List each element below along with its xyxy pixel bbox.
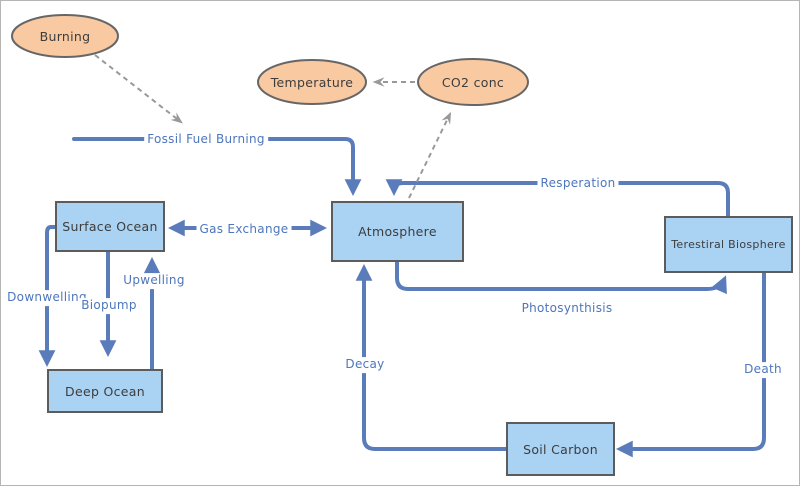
edge-fossil-fuel-burning[interactable] bbox=[72, 137, 362, 197]
edge-death[interactable] bbox=[615, 270, 766, 458]
edge-label-downwelling: Downwelling bbox=[4, 290, 90, 306]
node-surface-ocean[interactable] bbox=[55, 201, 165, 252]
edge-label-resperation: Resperation bbox=[537, 176, 619, 192]
edge-photosynthisis[interactable] bbox=[395, 260, 727, 295]
link-atmosphere-to-co2[interactable] bbox=[408, 111, 452, 199]
edge-downwelling[interactable] bbox=[38, 225, 58, 368]
node-deep-ocean[interactable] bbox=[47, 369, 163, 413]
node-co2-conc[interactable] bbox=[417, 58, 529, 106]
node-burning[interactable] bbox=[11, 14, 119, 58]
edge-label-gas-exchange: Gas Exchange bbox=[196, 222, 292, 238]
node-terestiral-biosphere[interactable] bbox=[664, 216, 793, 273]
edge-label-decay: Decay bbox=[342, 357, 388, 373]
node-soil-carbon[interactable] bbox=[506, 422, 615, 476]
edge-label-fossil-fuel-burning: Fossil Fuel Burning bbox=[144, 132, 268, 148]
node-atmosphere[interactable] bbox=[331, 201, 464, 262]
node-temperature[interactable] bbox=[257, 59, 367, 105]
edge-label-death: Death bbox=[741, 362, 785, 378]
edge-resperation[interactable] bbox=[385, 179, 730, 219]
edge-decay[interactable] bbox=[355, 263, 509, 451]
edge-label-upwelling: Upwelling bbox=[120, 273, 188, 289]
edge-label-biopump: Biopump bbox=[78, 298, 140, 314]
edge-label-photosynthisis: Photosynthisis bbox=[518, 301, 616, 317]
link-burning-to-fossil-fuel[interactable] bbox=[94, 54, 183, 124]
